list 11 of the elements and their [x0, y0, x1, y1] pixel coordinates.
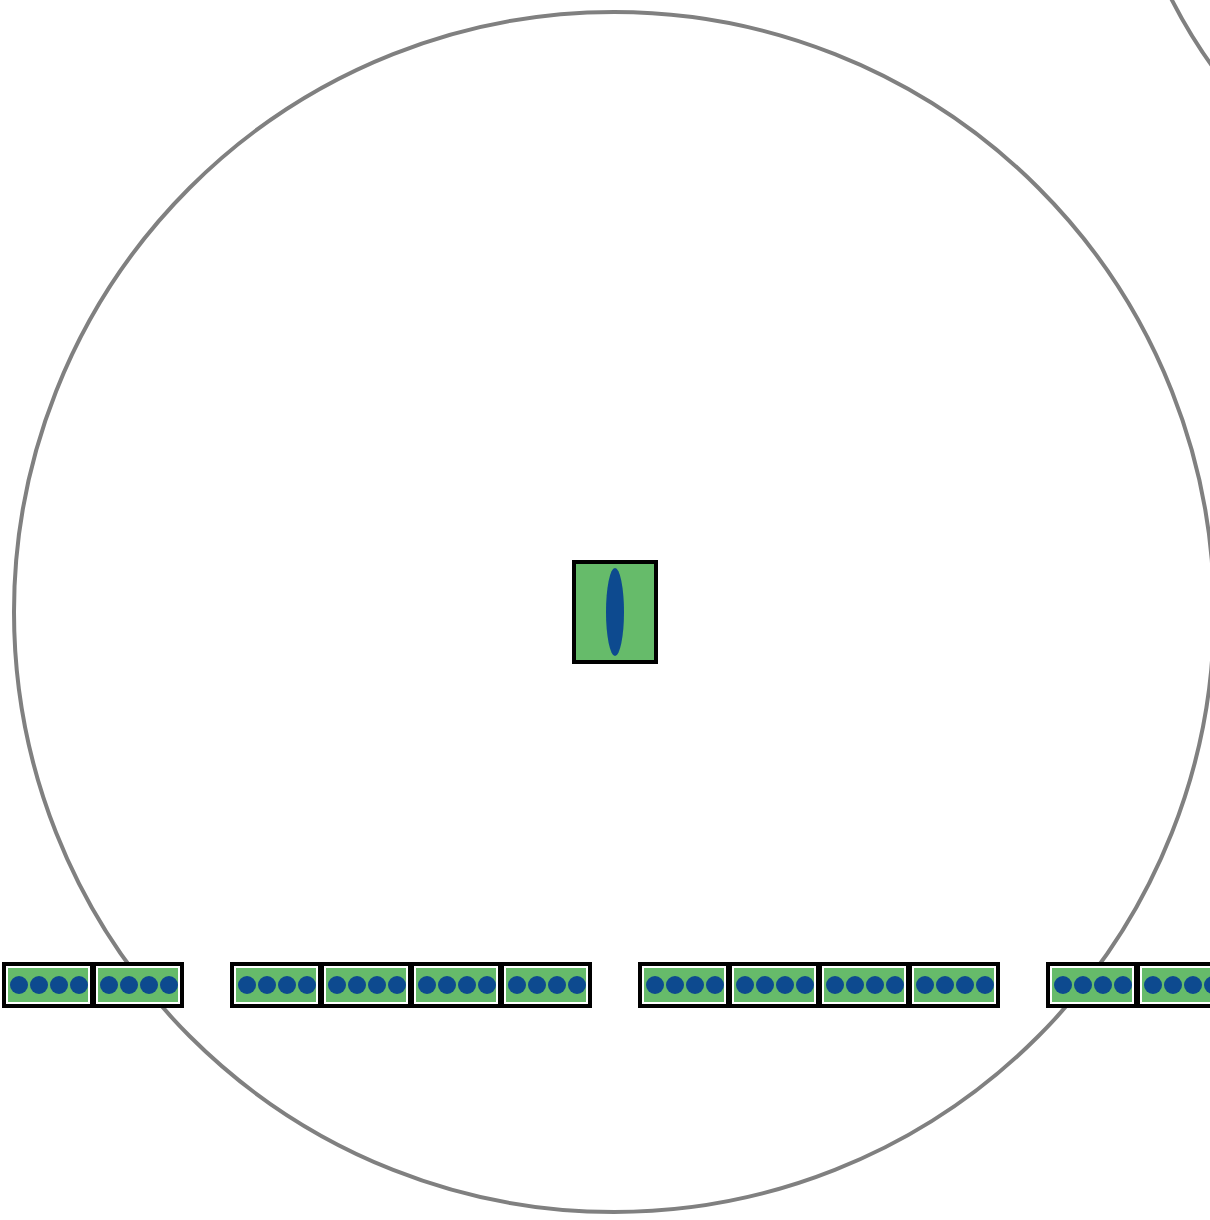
module-box: [410, 962, 502, 1008]
module-box: [728, 962, 820, 1008]
module-box: [638, 962, 730, 1008]
module-box: [1136, 962, 1210, 1008]
module-box: [818, 962, 910, 1008]
module-box: [230, 962, 322, 1008]
module-box: [908, 962, 1000, 1008]
module-box: [2, 962, 94, 1008]
module-box: [320, 962, 412, 1008]
lens-box: [572, 560, 658, 664]
module-box: [500, 962, 592, 1008]
